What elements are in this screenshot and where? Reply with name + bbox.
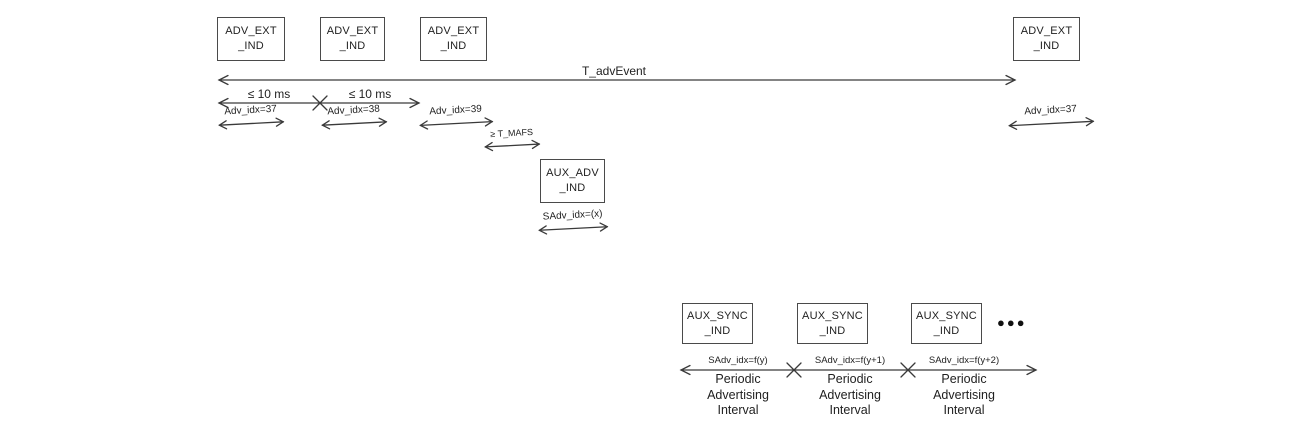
sadv-idx-fy-label-3: SAdv_idx=f(y+2)	[928, 355, 1000, 366]
double-arrow-icon	[321, 117, 388, 130]
adv-idx-callout-4: Adv_idx=37	[1007, 103, 1095, 132]
adv-idx-callout-3: Adv_idx=39	[418, 103, 494, 132]
aux-adv-ind-box: AUX_ADV _IND	[540, 159, 605, 203]
double-arrow-icon	[1008, 117, 1095, 130]
adv-interval-label-2: ≤ 10 ms	[348, 87, 392, 101]
adv-ext-ind-box-1: ADV_EXT _IND	[217, 17, 285, 61]
aux-sync-ind-box-2: AUX_SYNC _IND	[797, 303, 868, 344]
adv-idx-callout-2: Adv_idx=38	[320, 103, 388, 131]
t-advevent-arrow	[217, 74, 1017, 86]
adv-ext-ind-box-2: ADV_EXT _IND	[320, 17, 385, 61]
x-divider-icon	[786, 362, 802, 378]
adv-ext-ind-box-3: ADV_EXT _IND	[420, 17, 487, 61]
t-advevent-label: T_advEvent	[581, 64, 647, 78]
aux-sync-ind-box-3: AUX_SYNC _IND	[911, 303, 982, 344]
x-divider-icon	[312, 95, 328, 111]
double-arrow-icon	[538, 222, 609, 235]
adv-idx-callout-1: Adv_idx=37	[217, 103, 285, 131]
periodic-interval-label-3: Periodic Advertising Interval	[933, 372, 995, 417]
sadv-idx-fy-label-1: SAdv_idx=f(y)	[708, 355, 768, 366]
adv-interval-arrow	[217, 97, 421, 109]
periodic-interval-label-1: Periodic Advertising Interval	[707, 372, 769, 417]
double-arrow-icon	[218, 117, 285, 130]
periodic-interval-arrow	[679, 364, 1038, 376]
adv-interval-label-1: ≤ 10 ms	[247, 87, 291, 101]
sadv-idx-fy-label-2: SAdv_idx=f(y+1)	[814, 355, 886, 366]
adv-ext-ind-box-4: ADV_EXT _IND	[1013, 17, 1080, 61]
double-arrow-icon	[484, 139, 541, 152]
t-mafs-callout: ≥ T_MAFS	[483, 127, 541, 154]
double-arrow-icon	[419, 117, 494, 130]
aux-sync-ind-box-1: AUX_SYNC _IND	[682, 303, 753, 344]
x-divider-icon	[900, 362, 916, 378]
ellipsis-icon: ●●●	[997, 315, 1027, 330]
sadv-idx-x-callout: SAdv_idx=(x)	[537, 208, 609, 237]
periodic-interval-label-2: Periodic Advertising Interval	[819, 372, 881, 417]
